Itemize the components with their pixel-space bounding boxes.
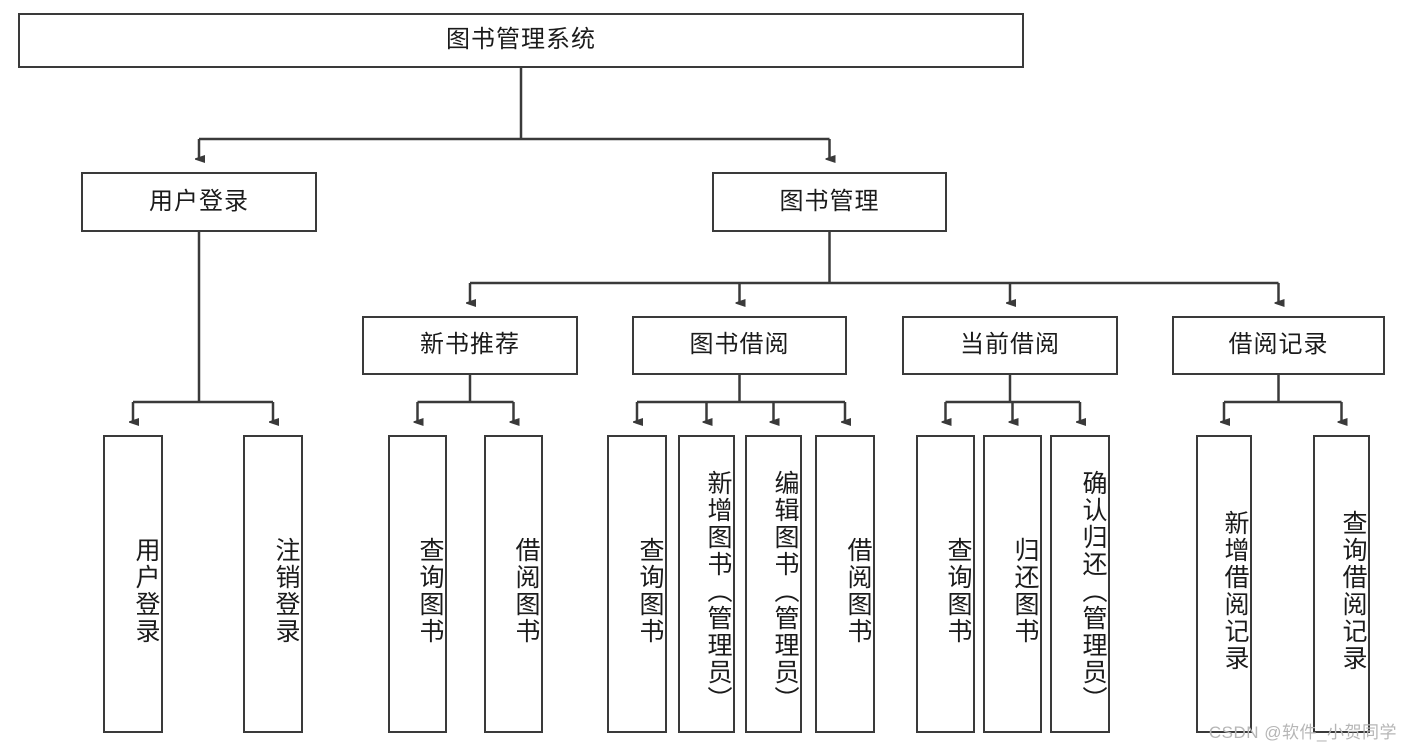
node-label: 图书管理 — [779, 187, 880, 215]
node-label: 借阅图书 — [512, 537, 540, 645]
node-label: 归还图书 — [1011, 537, 1039, 645]
node-leaf-add-book[interactable]: 新增图书（管理员） — [678, 435, 735, 733]
node-label: 图书管理系统 — [446, 26, 596, 54]
node-label: 查询图书 — [416, 537, 444, 645]
node-leaf-user-logout[interactable]: 注销登录 — [243, 435, 303, 733]
node-label: 用户登录 — [149, 187, 249, 215]
node-leaf-query-book-rec[interactable]: 查询图书 — [388, 435, 447, 733]
node-leaf-borrow-book-rec[interactable]: 借阅图书 — [484, 435, 543, 733]
node-leaf-user-login[interactable]: 用户登录 — [103, 435, 163, 733]
node-label: 图书借阅 — [689, 331, 790, 359]
node-leaf-return-book[interactable]: 归还图书 — [983, 435, 1042, 733]
node-user-login[interactable]: 用户登录 — [81, 172, 317, 232]
node-label: 查询图书 — [944, 537, 972, 645]
node-leaf-confirm-return[interactable]: 确认归还（管理员） — [1050, 435, 1110, 733]
node-book-borrow[interactable]: 图书借阅 — [632, 316, 847, 375]
node-leaf-query-book-borrow[interactable]: 查询图书 — [607, 435, 667, 733]
node-label: 当前借阅 — [960, 331, 1060, 359]
node-label: 查询借阅记录 — [1339, 510, 1367, 672]
node-label: 借阅记录 — [1228, 331, 1329, 359]
node-new-book-rec[interactable]: 新书推荐 — [362, 316, 578, 375]
node-root[interactable]: 图书管理系统 — [18, 13, 1024, 68]
node-current-borrow[interactable]: 当前借阅 — [902, 316, 1118, 375]
node-leaf-borrow-book[interactable]: 借阅图书 — [815, 435, 875, 733]
node-book-manage[interactable]: 图书管理 — [712, 172, 947, 232]
node-label: 新书推荐 — [420, 331, 520, 359]
node-leaf-query-borrow-record[interactable]: 查询借阅记录 — [1313, 435, 1370, 733]
node-label: 注销登录 — [272, 537, 300, 645]
watermark: CSDN @软件_小贺同学 — [1208, 723, 1397, 742]
node-label: 确认归还（管理员） — [1079, 469, 1107, 713]
node-leaf-query-book-current[interactable]: 查询图书 — [916, 435, 975, 733]
node-label: 查询图书 — [636, 537, 664, 645]
node-borrow-record[interactable]: 借阅记录 — [1172, 316, 1385, 375]
node-leaf-edit-book[interactable]: 编辑图书（管理员） — [745, 435, 802, 733]
node-label: 用户登录 — [132, 537, 160, 645]
node-label: 新增图书（管理员） — [704, 469, 732, 713]
node-label: 新增借阅记录 — [1221, 510, 1249, 672]
node-leaf-add-borrow-record[interactable]: 新增借阅记录 — [1196, 435, 1252, 733]
node-label: 借阅图书 — [844, 537, 872, 645]
node-label: 编辑图书（管理员） — [771, 469, 799, 713]
